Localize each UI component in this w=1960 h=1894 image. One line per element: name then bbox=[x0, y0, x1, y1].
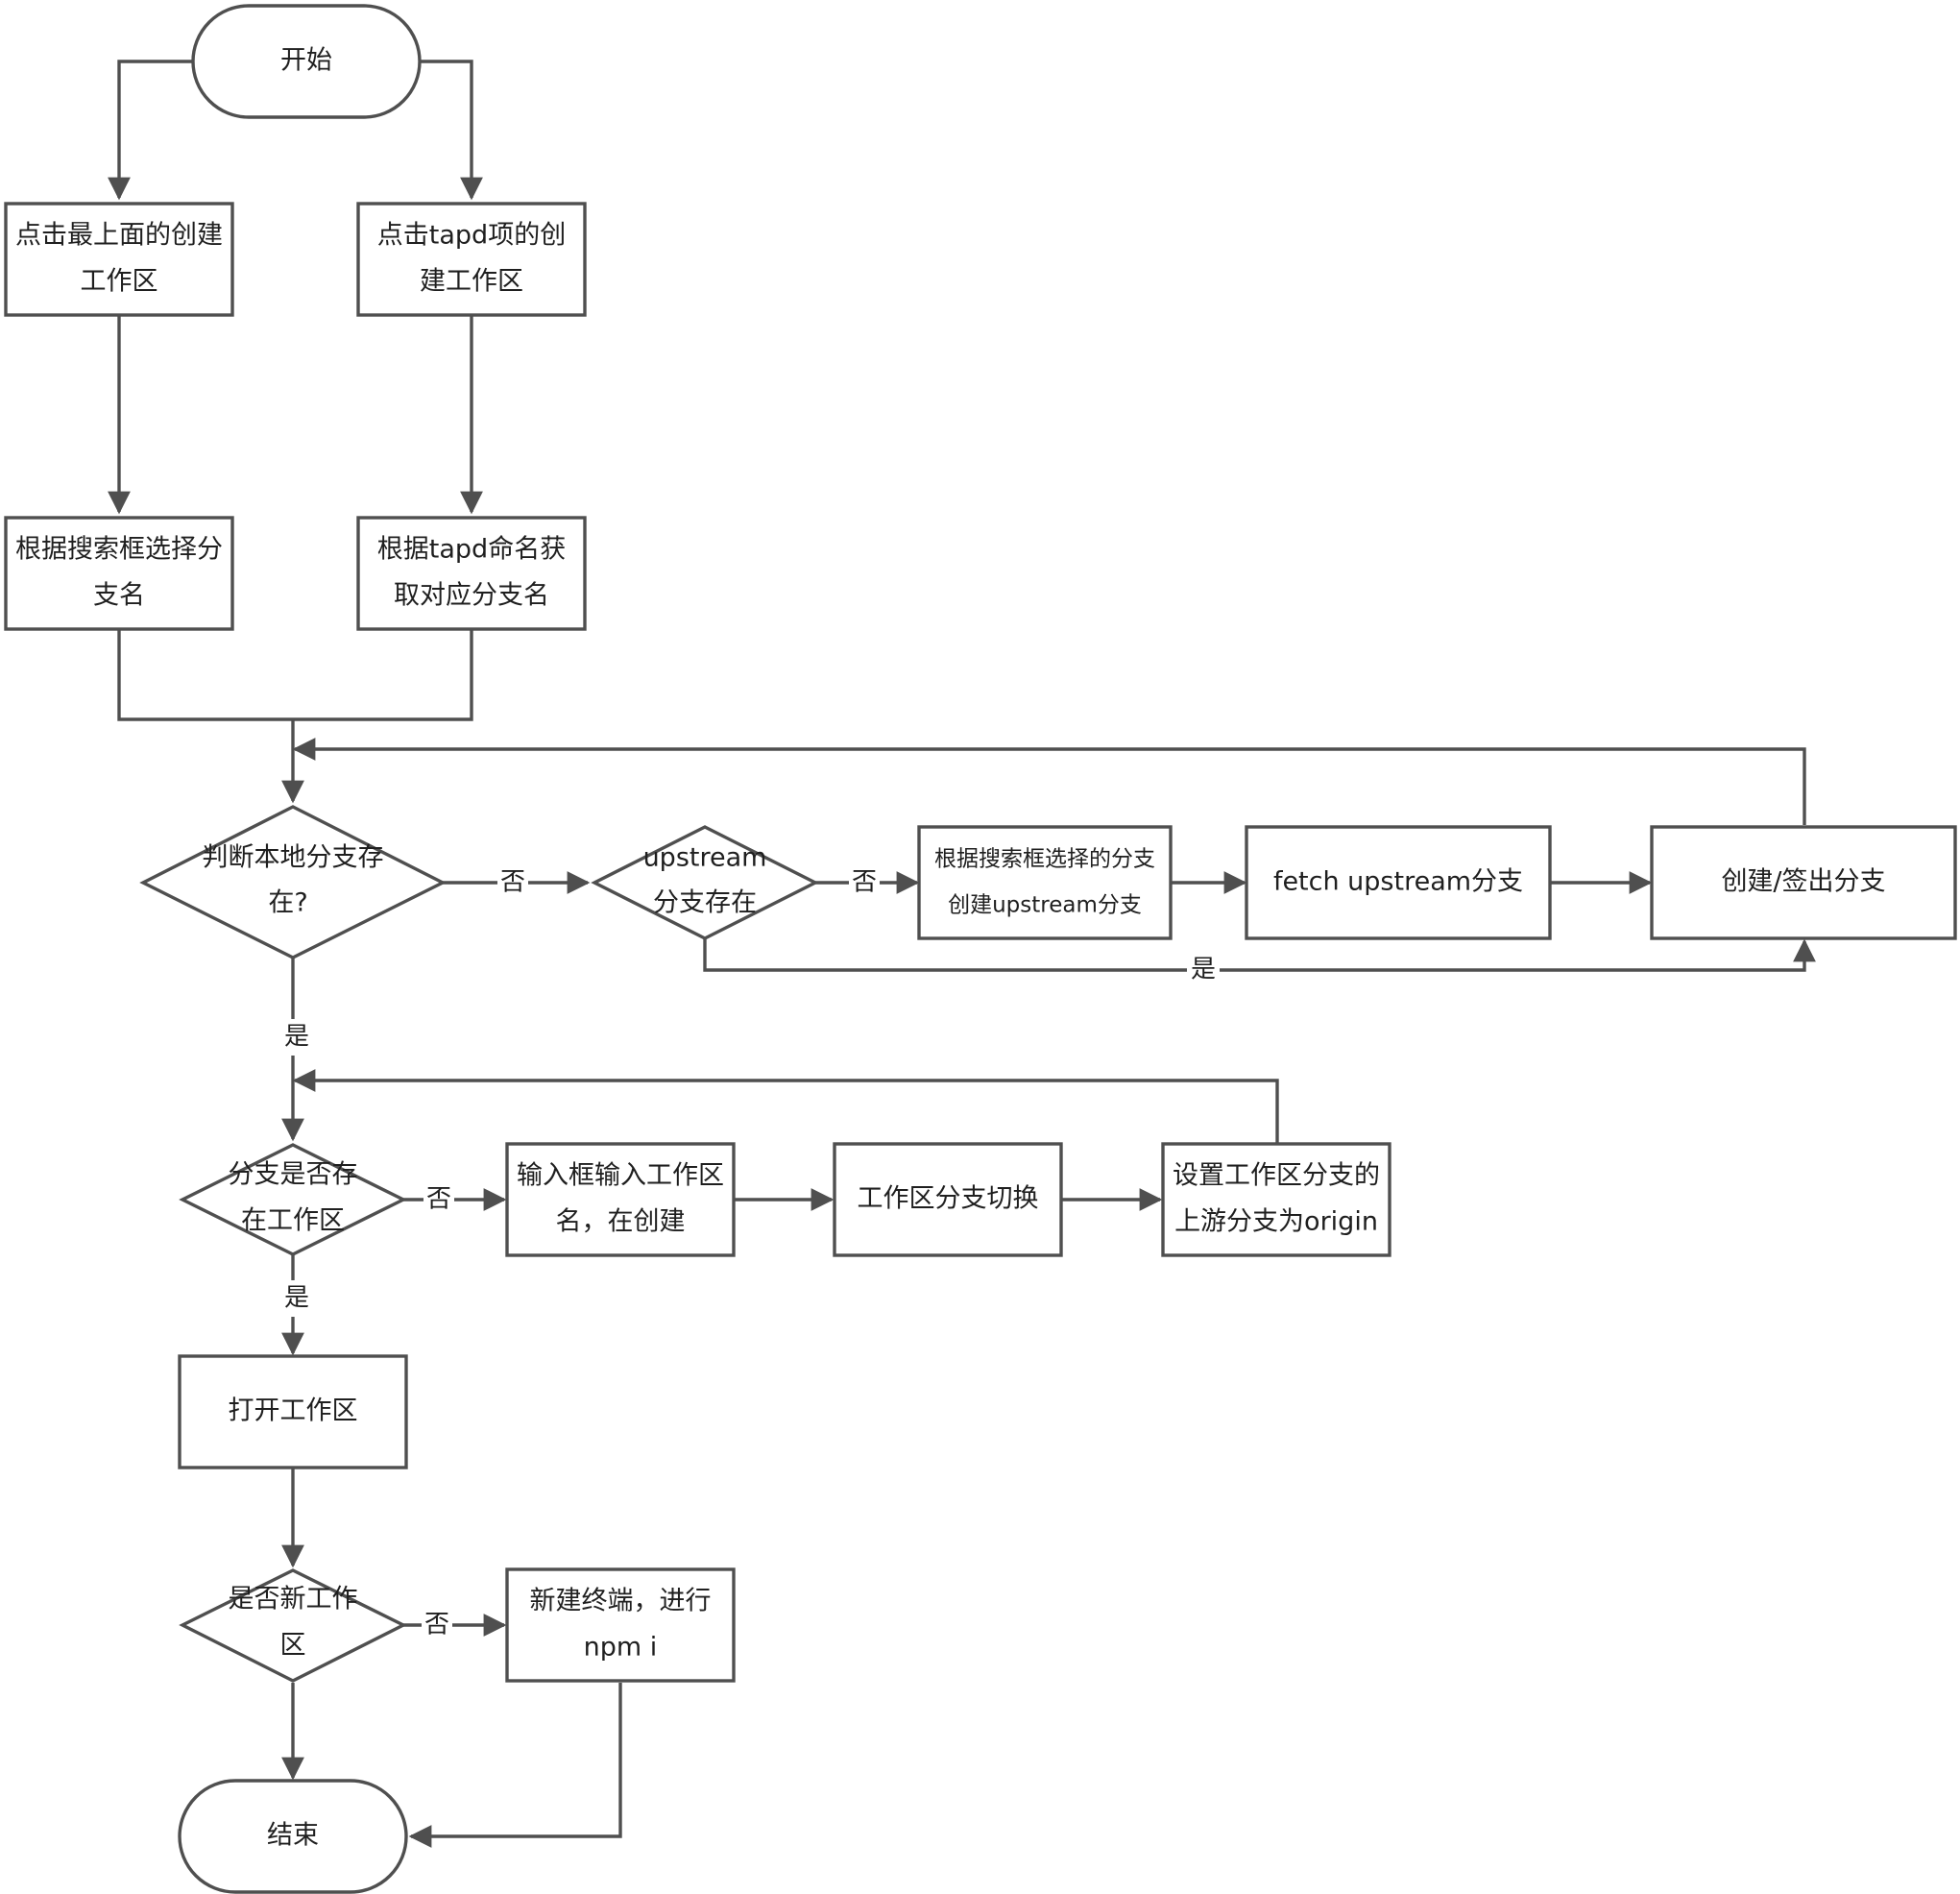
svg-text:开始: 开始 bbox=[280, 46, 332, 76]
edge-terminal-to-end bbox=[408, 1683, 622, 1848]
edge-label-workspace-yes: 是 bbox=[279, 1280, 312, 1317]
local-branch-exists-decision: 判断本地分支存 在? bbox=[139, 805, 447, 959]
svg-text:否: 否 bbox=[424, 1611, 449, 1639]
svg-text:是否新工作: 是否新工作 bbox=[229, 1585, 358, 1615]
svg-text:输入框输入工作区: 输入框输入工作区 bbox=[517, 1161, 724, 1191]
svg-text:判断本地分支存: 判断本地分支存 bbox=[203, 843, 384, 873]
end-terminal: 结束 bbox=[178, 1779, 408, 1894]
svg-text:根据搜索框选择的分支: 根据搜索框选择的分支 bbox=[934, 847, 1155, 872]
edge-upstream-yes-to-checkout bbox=[703, 938, 1816, 972]
fetch-upstream-branch-process: fetch upstream分支 bbox=[1245, 825, 1552, 940]
svg-text:新建终端，进行: 新建终端，进行 bbox=[530, 1587, 712, 1616]
branch-in-workspace-decision: 分支是否存 在工作区 bbox=[179, 1143, 407, 1256]
svg-text:工作区分支切换: 工作区分支切换 bbox=[858, 1184, 1039, 1214]
svg-text:创建/签出分支: 创建/签出分支 bbox=[1721, 867, 1885, 897]
edge-checkout-loop-back bbox=[292, 738, 1806, 825]
svg-text:否: 否 bbox=[500, 868, 525, 897]
svg-text:否: 否 bbox=[852, 868, 877, 897]
svg-text:是: 是 bbox=[284, 1284, 309, 1313]
new-terminal-npm-process: 新建终端，进行 npm i bbox=[505, 1567, 736, 1683]
svg-text:结束: 结束 bbox=[267, 1821, 319, 1851]
svg-text:否: 否 bbox=[426, 1185, 451, 1214]
create-upstream-branch-process: 根据搜索框选择的分支 创建upstream分支 bbox=[917, 825, 1173, 940]
svg-text:支名: 支名 bbox=[93, 581, 145, 611]
svg-text:在工作区: 在工作区 bbox=[241, 1206, 345, 1236]
edge-merge-branches bbox=[117, 629, 473, 721]
svg-text:在?: 在? bbox=[268, 888, 307, 918]
svg-text:是: 是 bbox=[284, 1023, 309, 1052]
svg-text:分支是否存: 分支是否存 bbox=[229, 1160, 358, 1190]
click-tapd-create-process: 点击tapd项的创 建工作区 bbox=[356, 202, 587, 317]
is-new-workspace-decision: 是否新工作 区 bbox=[179, 1568, 407, 1683]
svg-text:根据tapd命名获: 根据tapd命名获 bbox=[377, 535, 566, 565]
create-checkout-branch-process: 创建/签出分支 bbox=[1650, 825, 1957, 940]
svg-text:区: 区 bbox=[280, 1631, 306, 1661]
svg-text:分支存在: 分支存在 bbox=[653, 888, 757, 918]
edge-label-upstream-no: 否 bbox=[849, 864, 880, 901]
edge-label-local-no: 否 bbox=[497, 864, 528, 901]
upstream-branch-exists-decision: upstream 分支存在 bbox=[591, 825, 819, 940]
svg-text:点击tapd项的创: 点击tapd项的创 bbox=[377, 221, 566, 251]
svg-text:上游分支为origin: 上游分支为origin bbox=[1174, 1207, 1378, 1237]
input-workspace-name-process: 输入框输入工作区 名，在创建 bbox=[505, 1142, 736, 1257]
set-upstream-origin-process: 设置工作区分支的 上游分支为origin bbox=[1161, 1142, 1391, 1257]
svg-text:点击最上面的创建: 点击最上面的创建 bbox=[15, 221, 223, 251]
svg-text:建工作区: 建工作区 bbox=[420, 267, 523, 297]
edge-label-new-workspace-no: 否 bbox=[422, 1607, 452, 1643]
svg-text:名，在创建: 名，在创建 bbox=[556, 1207, 686, 1237]
svg-text:fetch upstream分支: fetch upstream分支 bbox=[1273, 867, 1523, 897]
edge-upstream-origin-loop-back bbox=[292, 1069, 1279, 1143]
svg-text:npm i: npm i bbox=[584, 1633, 658, 1663]
click-top-create-process: 点击最上面的创建 工作区 bbox=[4, 202, 234, 317]
switch-workspace-branch-process: 工作区分支切换 bbox=[833, 1142, 1063, 1257]
edge-start-to-click-top-create bbox=[108, 60, 193, 201]
svg-text:创建upstream分支: 创建upstream分支 bbox=[948, 893, 1142, 918]
svg-text:打开工作区: 打开工作区 bbox=[229, 1396, 358, 1426]
edge-label-local-yes: 是 bbox=[279, 1019, 312, 1056]
select-branch-search-process: 根据搜索框选择分 支名 bbox=[4, 516, 234, 631]
edges bbox=[108, 60, 1816, 1848]
edge-start-to-click-tapd-create bbox=[420, 60, 483, 201]
svg-text:工作区: 工作区 bbox=[81, 267, 158, 297]
edge-labels: 否 否 是 是 否 是 否 bbox=[279, 864, 1220, 1643]
start-terminal: 开始 bbox=[191, 4, 422, 119]
get-branch-tapd-process: 根据tapd命名获 取对应分支名 bbox=[356, 516, 587, 631]
svg-text:设置工作区分支的: 设置工作区分支的 bbox=[1173, 1161, 1380, 1191]
edge-label-upstream-yes: 是 bbox=[1187, 953, 1220, 987]
svg-text:取对应分支名: 取对应分支名 bbox=[394, 581, 549, 611]
nodes: 开始 点击最上面的创建 工作区 点击tapd项的创 建工作区 根据搜索框选择分 … bbox=[4, 4, 1957, 1894]
svg-text:根据搜索框选择分: 根据搜索框选择分 bbox=[15, 535, 223, 565]
open-workspace-process: 打开工作区 bbox=[178, 1354, 408, 1469]
edge-label-workspace-no: 否 bbox=[423, 1181, 454, 1218]
svg-text:是: 是 bbox=[1191, 956, 1216, 984]
svg-text:upstream: upstream bbox=[643, 843, 767, 873]
